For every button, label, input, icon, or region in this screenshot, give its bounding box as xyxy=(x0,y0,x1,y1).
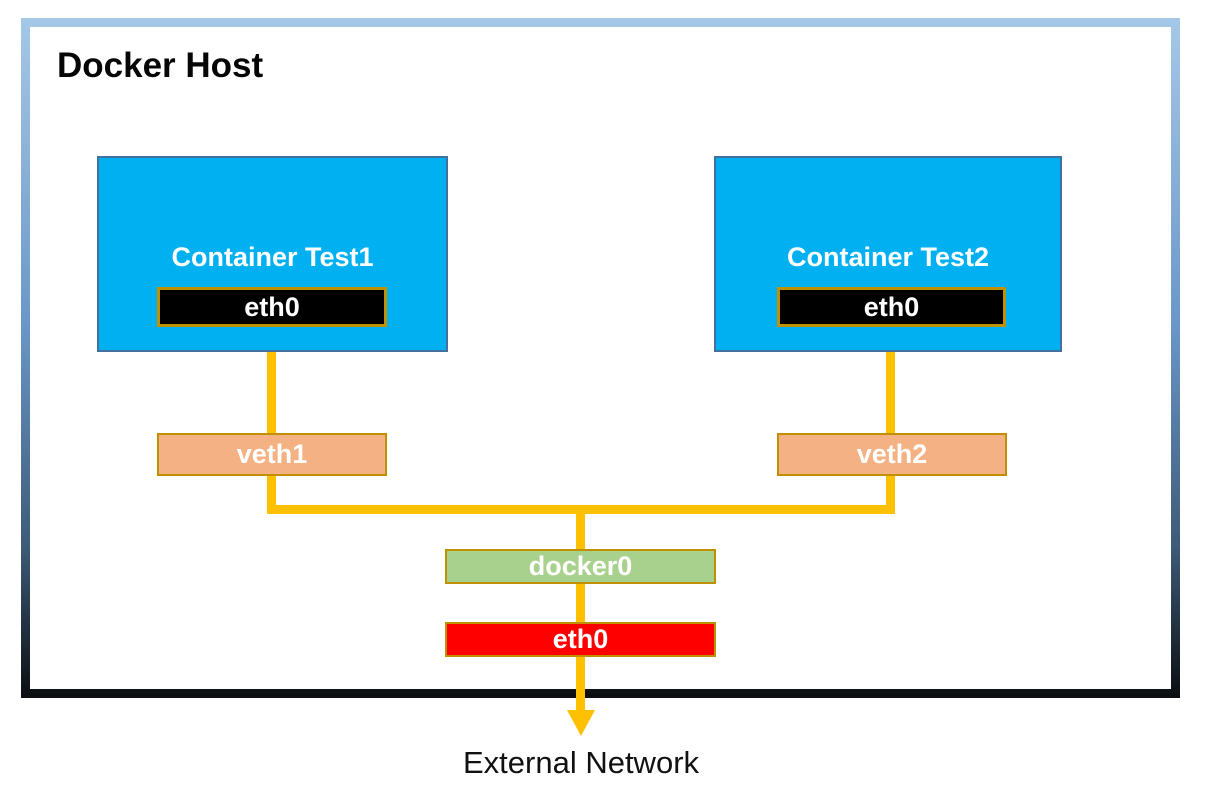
external-arrow-head-icon xyxy=(567,710,595,736)
connector-veth1-line xyxy=(267,327,276,514)
container-test2-node: Container Test2 eth0 xyxy=(714,156,1062,352)
host-eth0-interface-node: eth0 xyxy=(445,622,716,657)
veth1-node: veth1 xyxy=(157,433,387,476)
container-test2-label: Container Test2 xyxy=(786,242,990,272)
container-test1-label: Container Test1 xyxy=(171,242,374,272)
docker0-bridge-node: docker0 xyxy=(445,549,716,584)
external-network-label: External Network xyxy=(462,745,700,780)
container-test1-eth0-interface: eth0 xyxy=(157,287,387,327)
connector-bus-line xyxy=(267,505,895,514)
connector-veth2-line xyxy=(886,327,895,514)
container-test2-eth0-interface: eth0 xyxy=(777,287,1006,327)
docker-host-frame xyxy=(21,18,1180,698)
docker-host-title: Docker Host xyxy=(57,46,264,85)
veth2-node: veth2 xyxy=(777,433,1007,476)
docker-host-frame-inner xyxy=(30,27,1171,689)
connector-bridge-line xyxy=(576,510,585,711)
container-test1-node: Container Test1 eth0 xyxy=(97,156,448,352)
